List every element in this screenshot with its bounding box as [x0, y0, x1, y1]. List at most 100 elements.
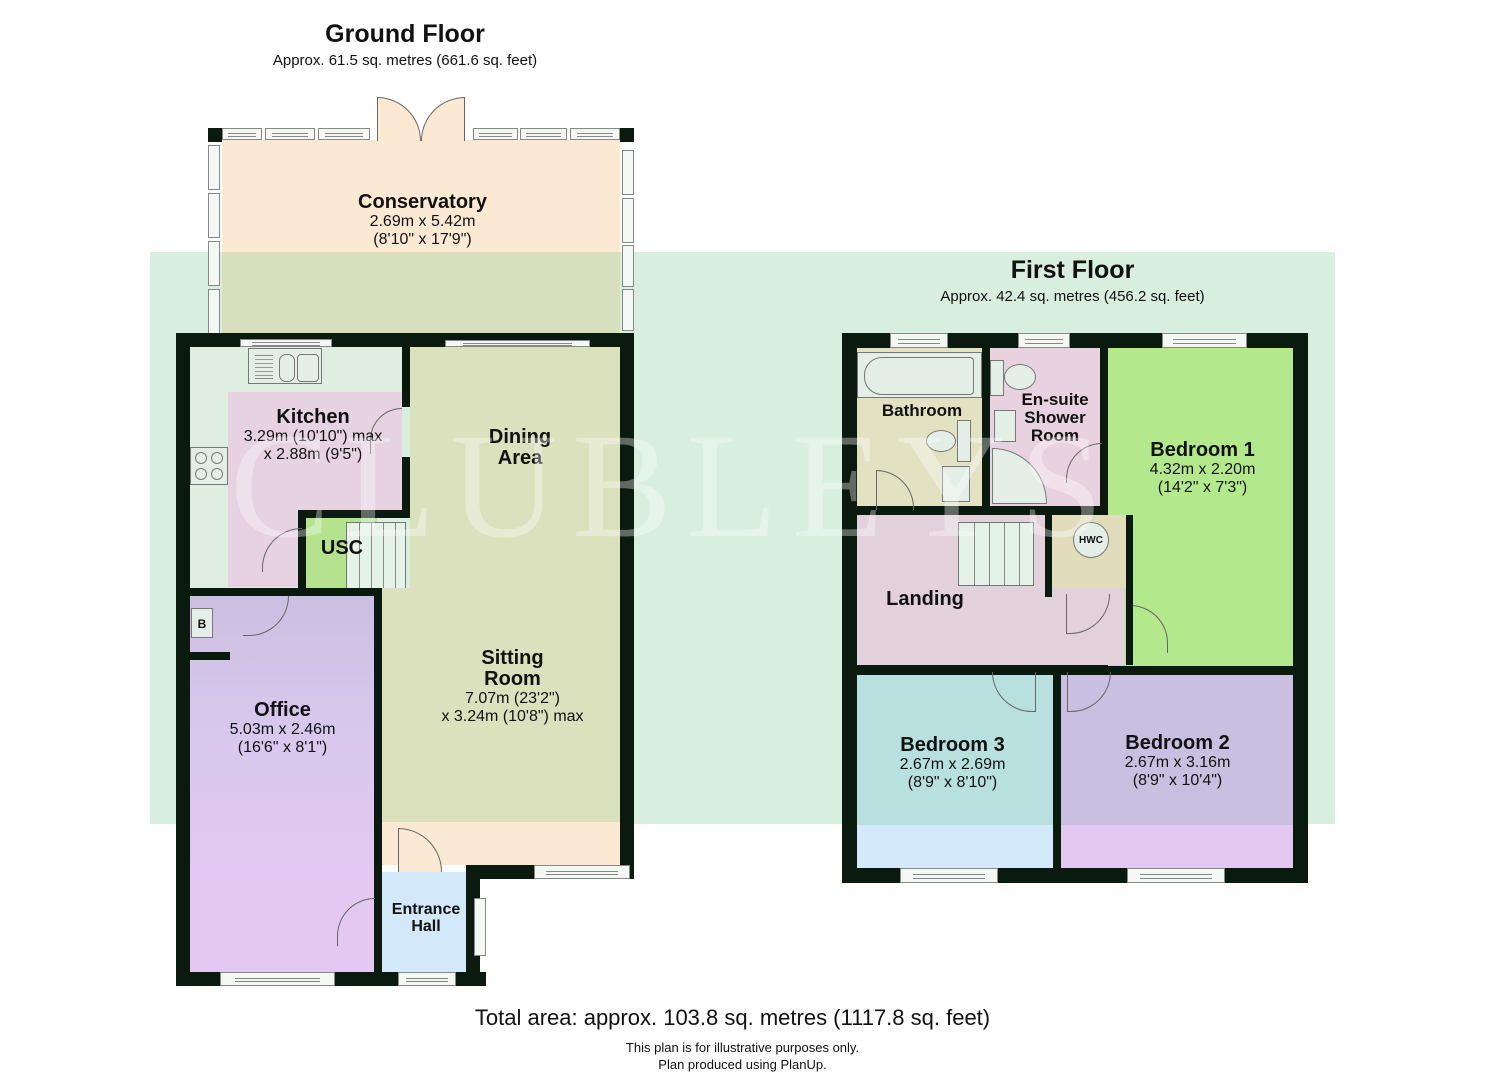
- wall: [298, 510, 306, 588]
- boiler-icon: B: [191, 608, 213, 638]
- ensuite-label: En-suite Shower Room: [1010, 391, 1100, 445]
- wall: [402, 457, 410, 517]
- wall: [176, 333, 190, 986]
- toilet-cistern: [957, 420, 971, 462]
- room-name: Bedroom 1: [1150, 439, 1255, 461]
- room-dimensions-metric: 2.69m x 5.42m: [369, 213, 476, 230]
- room-name: Kitchen: [276, 406, 350, 428]
- sink-icon: [248, 348, 322, 384]
- room-name: Room: [1030, 425, 1080, 445]
- window: [890, 333, 948, 348]
- credit: Plan produced using PlanUp.: [658, 1056, 827, 1072]
- wall: [620, 333, 634, 879]
- window: [534, 865, 630, 879]
- window: [1018, 333, 1070, 348]
- room-name: Conservatory: [358, 191, 487, 213]
- french-door-left: [377, 97, 421, 141]
- window: [220, 972, 335, 986]
- room-bedroom-2: [1061, 675, 1293, 868]
- ground-floor-area: Approx. 61.5 sq. metres (661.6 sq. feet): [272, 52, 538, 69]
- hwc-tank-icon: HWC: [1073, 522, 1109, 558]
- wall: [208, 128, 222, 142]
- window: [1162, 333, 1247, 348]
- room-dimensions-metric: 5.03m x 2.46m: [229, 721, 336, 738]
- window: [208, 289, 220, 334]
- wall: [620, 128, 634, 142]
- wall: [190, 652, 230, 660]
- room-name: Area: [497, 447, 543, 469]
- room-name: Bedroom 3: [900, 734, 1005, 756]
- wall: [402, 347, 410, 407]
- window: [398, 972, 456, 986]
- bath-icon: [857, 352, 982, 398]
- usc-label: USC: [312, 538, 372, 559]
- window: [570, 128, 620, 140]
- window: [265, 128, 315, 140]
- first-floor-title: First Floor: [1010, 256, 1135, 284]
- room-dimensions-imperial: (8'9" x 10'4"): [1132, 772, 1223, 790]
- window: [222, 128, 262, 140]
- landing-label: Landing: [870, 589, 980, 610]
- room-name: Landing: [886, 588, 964, 610]
- disclaimer: This plan is for illustrative purposes o…: [625, 1040, 860, 1055]
- toilet-icon: [1004, 364, 1036, 390]
- french-door-right: [421, 97, 465, 141]
- window: [622, 289, 634, 331]
- wall: [1126, 515, 1133, 665]
- room-name: En-suite: [1021, 390, 1089, 409]
- window: [622, 245, 634, 287]
- toilet-cistern: [990, 360, 1004, 396]
- dining-area-label: Dining Area: [455, 427, 585, 469]
- room-dimensions-metric: 7.07m (23'2"): [465, 690, 560, 707]
- window: [622, 150, 634, 195]
- window: [208, 145, 220, 190]
- window: [900, 868, 998, 883]
- disclaimer-block: This plan is for illustrative purposes o…: [540, 1040, 945, 1074]
- wall: [374, 588, 382, 984]
- room-dimensions-metric: 3.29m (10'10") max: [243, 428, 383, 445]
- room-name: Office: [254, 699, 311, 721]
- room-dimensions-metric: 4.32m x 2.20m: [1149, 461, 1256, 478]
- bathroom-label: Bathroom: [862, 402, 982, 420]
- room-dimensions-imperial: (8'9" x 8'10"): [907, 774, 998, 792]
- room-dimensions-metric: 2.67m x 2.69m: [899, 756, 1006, 773]
- kitchen-label: Kitchen 3.29m (10'10") max x 2.88m (9'5"…: [228, 407, 398, 465]
- room-dimensions-imperial: x 3.24m (10'8") max: [441, 708, 584, 726]
- window: [318, 128, 370, 140]
- sitting-floor: [380, 588, 410, 865]
- window: [473, 128, 518, 140]
- basin-icon: [994, 410, 1016, 442]
- room-entrance-hall: [382, 872, 466, 972]
- staircase: [346, 522, 406, 590]
- total-area: Total area: approx. 103.8 sq. metres (11…: [474, 1005, 991, 1030]
- toilet-icon: [926, 430, 956, 452]
- room-dimensions-imperial: x 2.88m (9'5"): [263, 446, 363, 464]
- room-dimensions-imperial: (16'6" x 8'1"): [237, 739, 328, 757]
- wall: [190, 588, 374, 596]
- window: [208, 241, 220, 286]
- staircase: [958, 522, 1034, 586]
- hob-icon: [190, 447, 228, 485]
- bedroom-3-label: Bedroom 3 2.67m x 2.69m (8'9" x 8'10"): [870, 735, 1035, 793]
- entrance-hall-label: Entrance Hall: [384, 901, 468, 936]
- window: [622, 198, 634, 243]
- room-dimensions-imperial: (14'2" x 7'3"): [1157, 479, 1248, 497]
- window: [208, 193, 220, 238]
- wall: [298, 510, 410, 518]
- conservatory-label: Conservatory 2.69m x 5.42m (8'10" x 17'9…: [300, 192, 545, 250]
- window: [240, 339, 332, 347]
- window: [520, 128, 567, 140]
- watermark-text: CLUBLEYS: [230, 403, 1118, 569]
- room-name: USC: [320, 537, 364, 559]
- room-name: Bedroom 2: [1125, 732, 1230, 754]
- basin-icon: [942, 466, 970, 502]
- room-name: Dining: [488, 426, 552, 448]
- bedroom-2-label: Bedroom 2 2.67m x 3.16m (8'9" x 10'4"): [1095, 733, 1260, 791]
- wall: [1045, 515, 1052, 597]
- window: [445, 340, 590, 347]
- room-dimensions-metric: 2.67m x 3.16m: [1124, 754, 1231, 771]
- room-dimensions-imperial: (8'10" x 17'9"): [373, 231, 472, 249]
- ground-floor-title: Ground Floor: [325, 20, 485, 48]
- sitting-room-label: Sitting Room 7.07m (23'2") x 3.24m (10'8…: [420, 648, 605, 727]
- bedroom-1-label: Bedroom 1 4.32m x 2.20m (14'2" x 7'3"): [1120, 440, 1285, 498]
